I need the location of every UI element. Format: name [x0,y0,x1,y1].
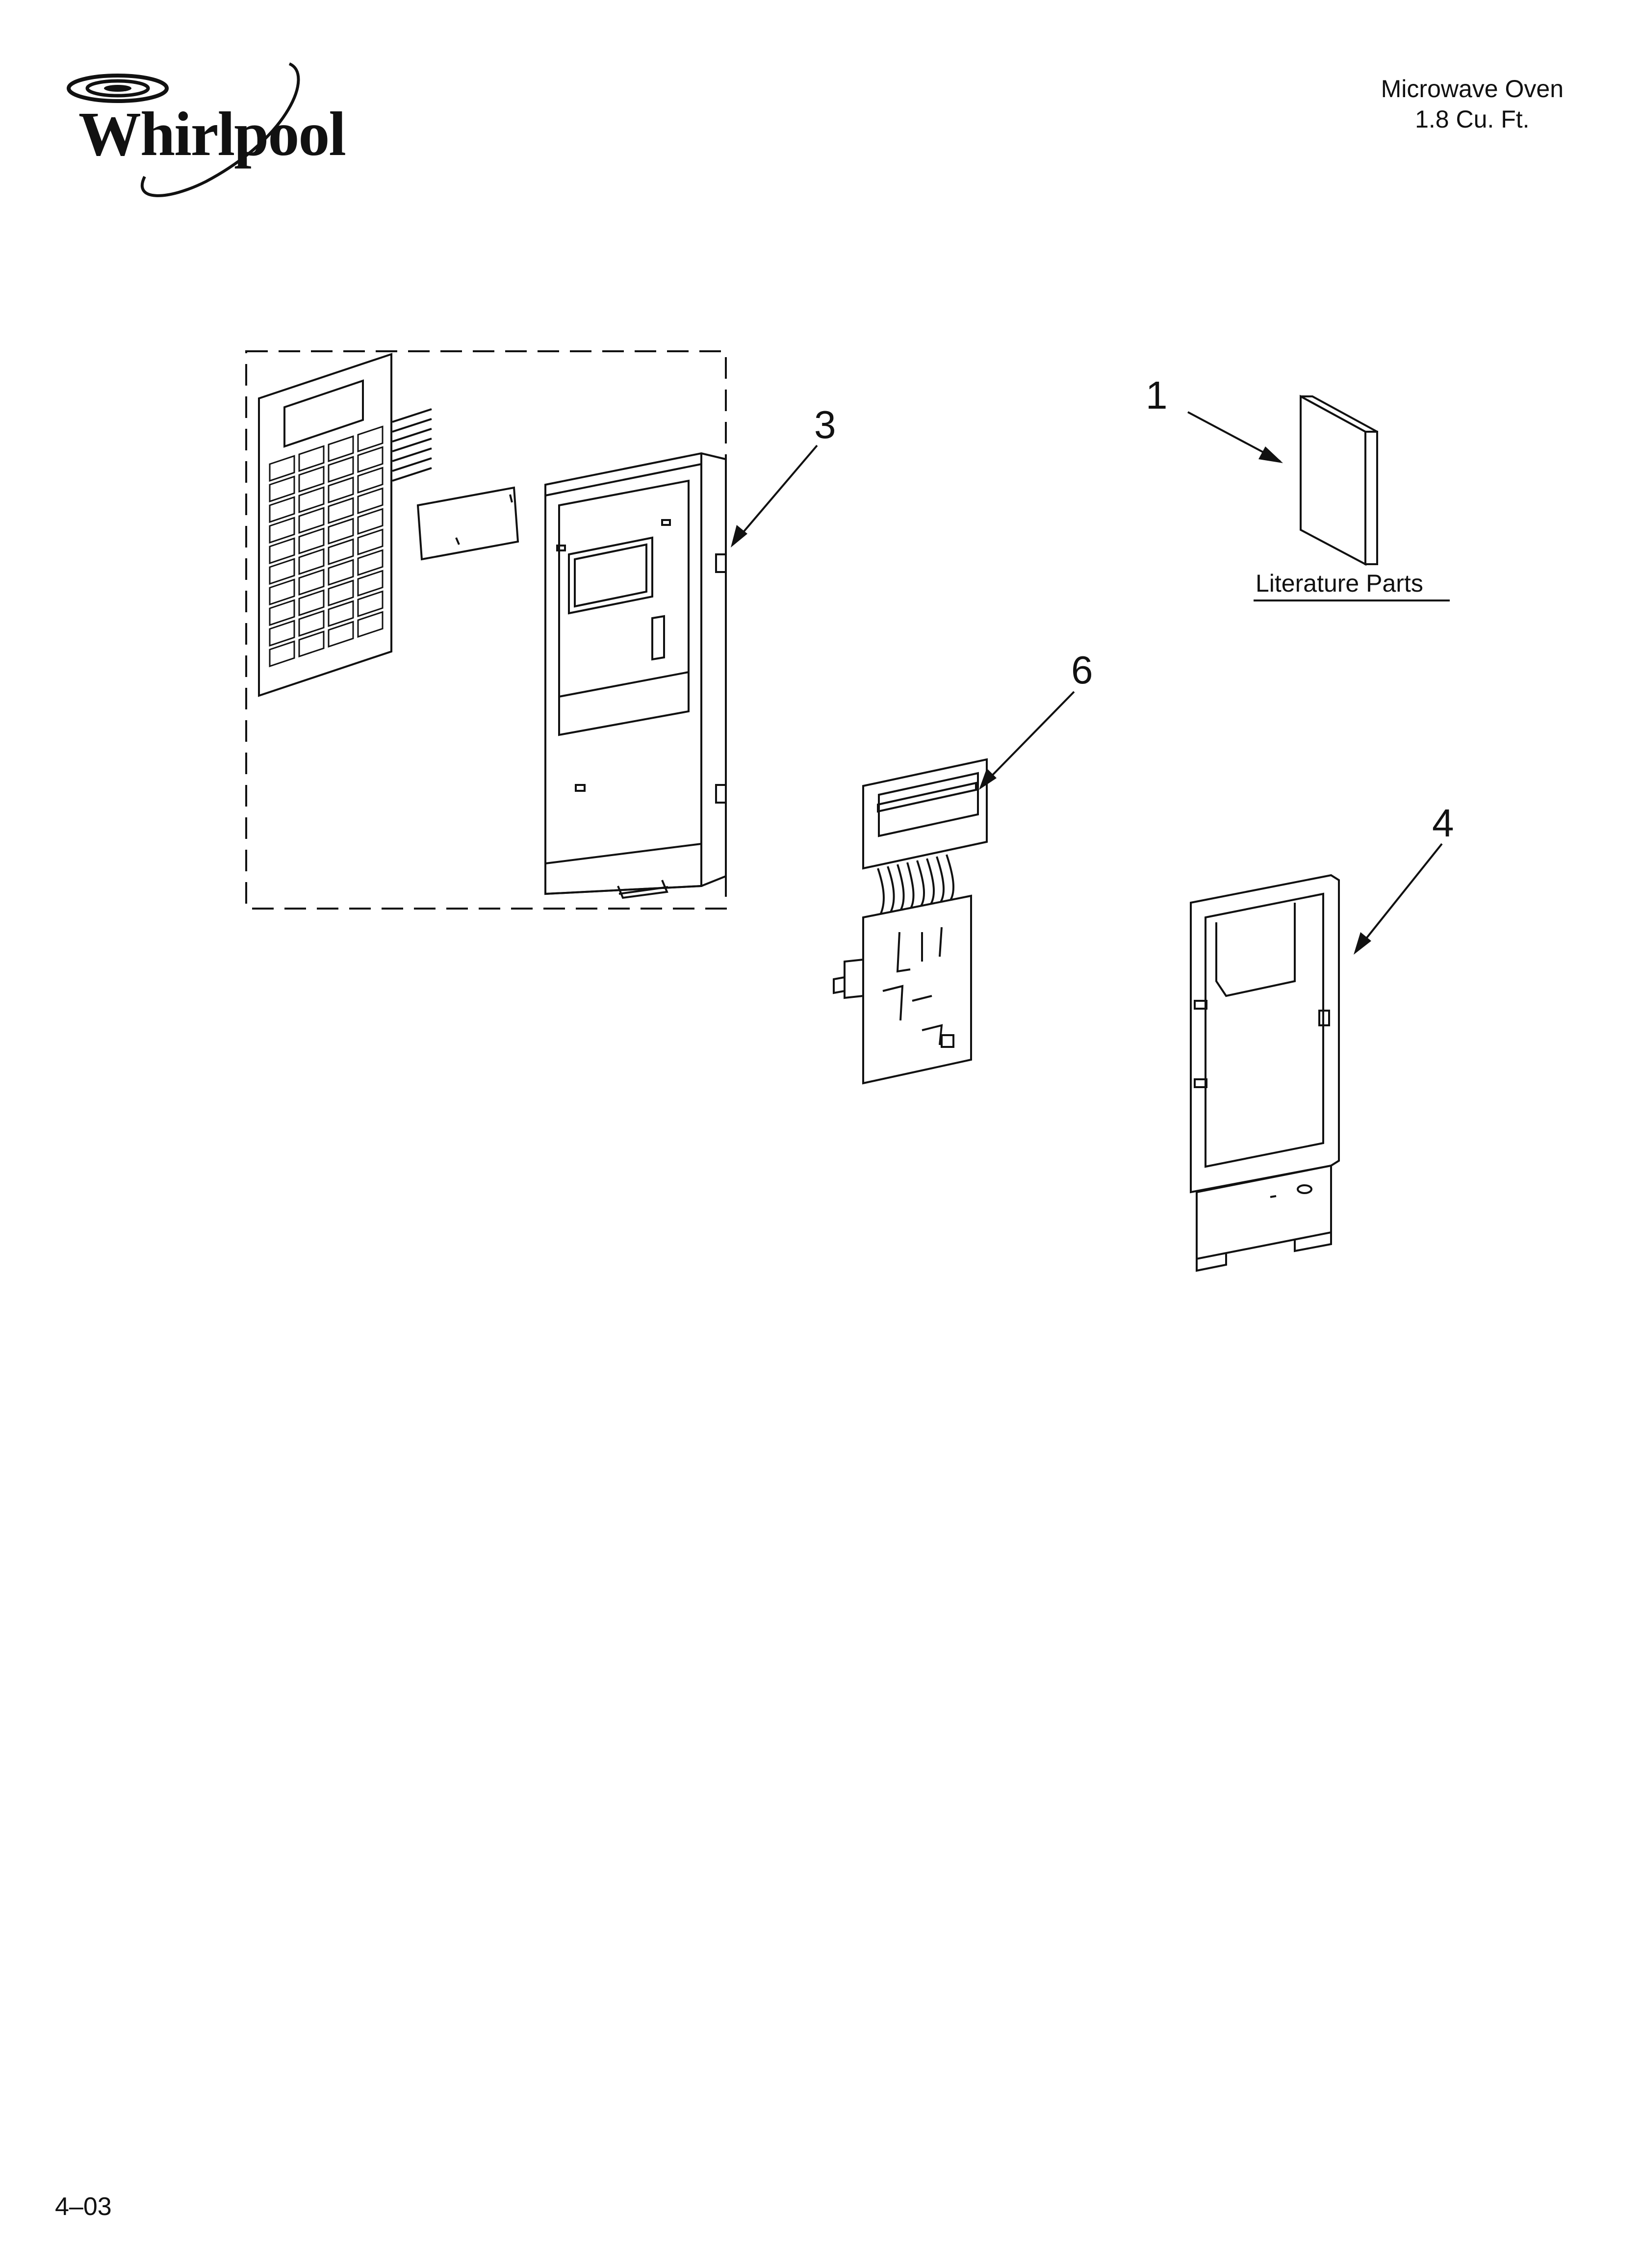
callout-3: 3 [814,403,836,446]
keypad-button [298,630,325,658]
product-name: Microwave Oven [1381,75,1564,103]
keypad-button [298,527,325,555]
keypad-button [328,559,354,586]
keypad-button [328,476,354,504]
keypad-button [269,537,295,565]
keypad-button [357,508,384,535]
keypad-button [269,640,295,668]
literature-booklet [1300,394,1378,566]
keypad-button [357,590,384,618]
mounting-bracket [1190,874,1340,1272]
keypad-button [269,578,295,606]
keypad-button [357,467,384,494]
keypad-button [269,475,295,503]
keypad-button [298,569,325,596]
literature-underline [1254,600,1450,601]
whirlpool-swirl-icon [67,62,300,197]
brand-wordmark: Whirlpool [78,99,346,169]
keypad-button [328,579,354,607]
keypad-button [269,496,295,523]
keypad-button [298,507,325,534]
keypad-button [298,466,325,493]
keypad-button [328,621,354,648]
literature-parts-label: Literature Parts [1256,570,1423,597]
arrowheads [731,446,1371,955]
keypad-button [298,486,325,514]
callout-1: 1 [1146,373,1168,417]
product-capacity: 1.8 Cu. Ft. [1415,105,1530,133]
keypad-button [357,549,384,576]
keypad-button [298,548,325,575]
ribbon-cable [877,854,954,918]
keypad-button [328,456,354,483]
keypad-button [357,425,384,453]
keypad-buttons [269,425,384,668]
keypad-button [269,455,295,482]
page-code: 4–03 [55,2192,112,2221]
control-panel-frame [544,452,727,899]
display-window-insert [416,486,519,561]
keypad-membrane [258,353,432,697]
keypad-button [328,518,354,545]
whirlpool-logo: Whirlpool [59,54,346,211]
keypad-button [298,445,325,472]
callout-4: 4 [1432,801,1454,845]
keypad-button [357,611,384,638]
callout-6: 6 [1071,648,1093,692]
keypad-button [298,610,325,637]
model-title: Microwave Oven 1.8 Cu. Ft. [1381,74,1564,134]
display-board [833,758,988,1085]
keypad-button [269,620,295,647]
keypad-button [328,600,354,627]
keypad-button [328,538,354,566]
keypad-button [357,528,384,556]
keypad-button [269,599,295,626]
keypad-button [298,589,325,617]
keypad-button [357,487,384,515]
keypad-button [357,446,384,473]
keypad-button [328,435,354,463]
keypad-button [328,497,354,524]
keypad-button [269,558,295,585]
keypad-button [269,517,295,544]
keypad-button [357,570,384,597]
ribbon-tail [392,408,432,482]
